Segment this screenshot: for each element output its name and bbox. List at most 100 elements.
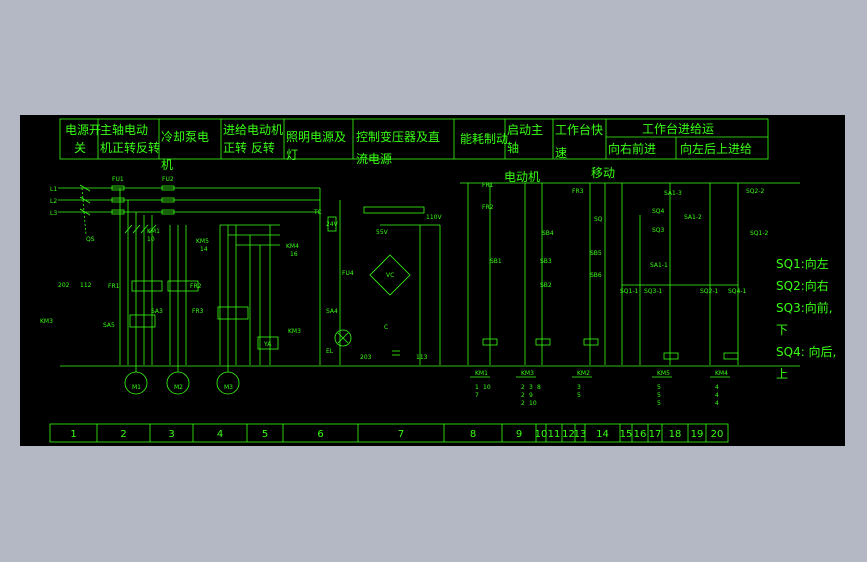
label-sb5: SB5 — [590, 250, 602, 257]
label-l1: L1 — [50, 186, 57, 193]
header-table-feed-left: 向左后上进给 — [680, 141, 752, 156]
label-fr1: FR1 — [108, 283, 120, 290]
label-m2: M2 — [174, 384, 183, 391]
header-lighting-2: 灯 — [286, 148, 298, 162]
label-sq: SQ — [594, 216, 603, 223]
contact-table-value: 10 — [529, 400, 537, 407]
label-m1: M1 — [132, 384, 141, 391]
label-fu1: FU1 — [112, 176, 124, 183]
spindle-motor-section — [119, 188, 240, 395]
label-c: C — [384, 324, 388, 331]
header-transformer-1: 控制变压器及直 — [356, 129, 440, 144]
label-km4: KM4 — [286, 243, 299, 250]
label-ya: YA — [263, 341, 272, 348]
power-bus — [58, 184, 341, 236]
label-sq3-1: SQ3-1 — [644, 288, 663, 295]
contact-table-label: KM1 — [475, 370, 488, 377]
contact-table-value: 3 — [577, 384, 581, 391]
column-number-19: 19 — [691, 429, 704, 440]
label-sa3: SA3 — [151, 308, 163, 315]
label-fr2-ctrl: FR2 — [482, 204, 494, 211]
label-sa4: SA4 — [326, 308, 338, 315]
header-coolant-2: 机 — [161, 158, 173, 172]
header-spindle-start-3: 电动机 — [504, 170, 540, 184]
contact-table-value: 5 — [657, 384, 661, 391]
label-sq4: SQ4 — [652, 208, 665, 215]
column-number-12: 12 — [562, 429, 575, 440]
label-24v: 24V — [326, 221, 339, 228]
label-fu4: FU4 — [342, 270, 354, 277]
column-number-13: 13 — [574, 429, 587, 440]
header-spindle-start-1: 启动主 — [507, 123, 543, 137]
header-spindle-2: 机正转反转 — [100, 140, 160, 155]
header-power-switch-2: 关 — [74, 141, 86, 155]
note-sq4: SQ4: 向后, — [776, 344, 836, 359]
label-sq4-1: SQ4-1 — [728, 288, 747, 295]
label-m3: M3 — [224, 384, 233, 391]
header-feed-1: 进给电动机 — [223, 123, 283, 137]
contact-table-label: KM3 — [521, 370, 534, 377]
note-sq3-cont: 下 — [776, 323, 788, 337]
transformer-section — [319, 206, 441, 365]
column-number-18: 18 — [669, 429, 682, 440]
label-55v: 55V — [376, 229, 389, 236]
feed-motor-section — [217, 224, 280, 365]
label-110v: 110V — [426, 214, 442, 221]
note-sq4-cont: 上 — [776, 367, 788, 381]
header-table-rapid-1: 工作台快 — [555, 122, 603, 137]
label-l2: L2 — [50, 198, 57, 205]
label-sa1-2: SA1-2 — [684, 214, 702, 221]
header-lighting-1: 照明电源及 — [286, 130, 346, 144]
header-spindle-1: 主轴电动 — [100, 122, 148, 137]
label-sa1-1: SA1-1 — [650, 262, 668, 269]
contact-table-value: 5 — [657, 392, 661, 399]
contact-table-value: 1 — [475, 384, 479, 391]
label-n112: 112 — [80, 282, 92, 289]
label-km5-num: 14 — [200, 246, 208, 253]
note-sq1: SQ1:向左 — [776, 256, 829, 271]
label-qs: QS — [86, 236, 95, 243]
label-km1-num: 10 — [147, 236, 155, 243]
column-number-9: 9 — [516, 429, 522, 440]
contact-table-value: 5 — [577, 392, 581, 399]
contact-table-value: 4 — [715, 384, 719, 391]
label-sb2: SB2 — [540, 282, 552, 289]
column-number-4: 4 — [217, 429, 223, 440]
column-number-7: 7 — [398, 429, 404, 440]
column-number-2: 2 — [120, 429, 126, 440]
column-number-10: 10 — [535, 429, 548, 440]
note-sq3: SQ3:向前, — [776, 300, 833, 315]
column-number-17: 17 — [649, 429, 662, 440]
contact-table-label: KM5 — [657, 370, 670, 377]
header-table-rapid-2: 速 — [555, 146, 567, 160]
note-sq2: SQ2:向右 — [776, 278, 829, 293]
label-fr3-ctrl: FR3 — [572, 188, 584, 195]
label-n202: 202 — [58, 282, 70, 289]
column-number-14: 14 — [596, 429, 609, 440]
label-sa5: SA5 — [103, 322, 115, 329]
label-tc: TC — [313, 209, 322, 216]
column-number-15: 15 — [620, 429, 633, 440]
label-sq3: SQ3 — [652, 227, 665, 234]
label-fr1-ctrl: FR1 — [482, 182, 494, 189]
control-circuit — [60, 182, 800, 367]
header-feed-2: 正转 反转 — [223, 140, 275, 155]
label-sb3: SB3 — [540, 258, 552, 265]
label-sa1-3: SA1-3 — [664, 190, 682, 197]
contact-table-value: 4 — [715, 400, 719, 407]
header-spindle-start-2: 轴 — [507, 140, 519, 155]
column-number-5: 5 — [262, 429, 268, 440]
contact-table-value: 9 — [529, 392, 533, 399]
contact-table-value: 2 — [521, 392, 525, 399]
label-fr2: FR2 — [190, 283, 202, 290]
contact-table-value: 2 — [521, 384, 525, 391]
header-table-feed-title: 工作台进给运 — [642, 121, 714, 136]
label-km1: KM1 — [147, 228, 160, 235]
label-n203: 203 — [360, 354, 372, 361]
contact-table-value: 10 — [483, 384, 491, 391]
column-number-1: 1 — [70, 429, 76, 440]
contact-table-value: 3 — [529, 384, 533, 391]
label-sq2-1: SQ2-1 — [700, 288, 719, 295]
